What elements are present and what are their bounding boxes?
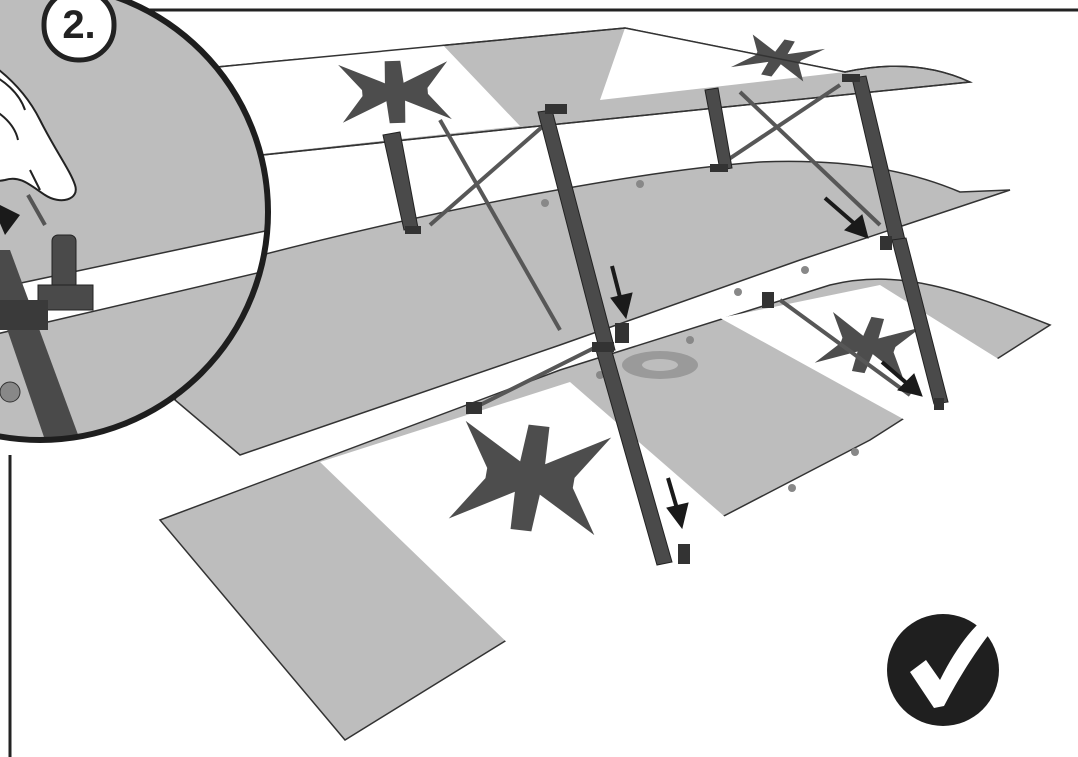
arrow-down-icon xyxy=(666,477,689,530)
arrow-down-icon xyxy=(823,196,869,239)
step-badge: 2. xyxy=(41,0,117,63)
check-circle-icon xyxy=(887,614,999,726)
hand-icon xyxy=(0,38,77,202)
top-wing xyxy=(184,27,973,163)
struts xyxy=(382,75,949,566)
bracing-wires xyxy=(428,83,912,407)
arrow-down-icon xyxy=(880,360,923,397)
step-number: 2. xyxy=(62,3,95,47)
strut-connectors xyxy=(405,74,944,564)
arrow-down-icon xyxy=(610,265,633,320)
